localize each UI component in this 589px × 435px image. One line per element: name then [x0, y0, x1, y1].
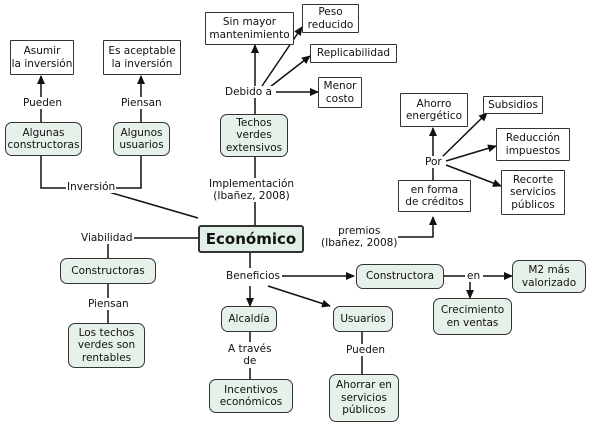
link-label-viabilidad: Viabilidad [80, 232, 134, 244]
link-label-implementacion: Implementación (Ibañez, 2008) [208, 178, 296, 202]
concept-recorte-servicios: Recorte servicios públicos [501, 170, 565, 215]
concept-reduccion-impuestos: Reducción impuestos [496, 128, 570, 161]
concept-incentivos-economicos: Incentivos económicos [209, 379, 293, 413]
link-label-pueden-2: Pueden [345, 344, 387, 356]
link-por-recorte [445, 164, 502, 187]
concept-constructoras: Constructoras [60, 258, 156, 284]
link-por-subsidios [440, 112, 488, 159]
link-label-piensan-2: Piensan [87, 298, 130, 310]
concept-peso-reducido: Peso reducido [302, 4, 359, 33]
concept-ahorrar-servicios: Ahorrar en servicios públicos [329, 374, 399, 422]
link-label-en: en [466, 270, 482, 282]
concept-asumir-inversion: Asumir la inversión [10, 40, 74, 75]
link-label-beneficios: Beneficios [225, 270, 281, 282]
concept-replicabilidad: Replicabilidad [310, 44, 397, 63]
concept-techos-rentables: Los techos verdes son rentables [68, 323, 145, 368]
concept-m2-valorizado: M2 más valorizado [512, 260, 586, 293]
concept-usuarios: Usuarios [333, 306, 393, 332]
link-label-inversion: Inversión [66, 181, 117, 193]
concept-menor-costo: Menor costo [318, 77, 362, 108]
concept-aceptable-inversion: Es aceptable la inversión [103, 40, 181, 75]
link-label-pueden-1: Pueden [22, 97, 64, 109]
concept-algunas-constructoras: Algunas constructoras [5, 122, 82, 156]
link-economico-inversion [94, 187, 199, 219]
link-label-debido-a: Debido a [224, 86, 273, 98]
link-beneficios-usuarios [267, 285, 331, 308]
concept-ahorro-energetico: Ahorro energético [400, 93, 468, 127]
concept-economico: Económico [198, 225, 304, 253]
link-debido-replicabilidad [269, 55, 311, 88]
link-label-premios: premios (Ibañez, 2008) [320, 225, 399, 249]
link-por-reduccion [445, 144, 497, 162]
concept-techos-verdes-extensivos: Techos verdes extensivos [220, 114, 288, 157]
link-label-piensan-1: Piensan [120, 97, 163, 109]
link-label-por: Por [424, 156, 443, 168]
concept-subsidios: Subsidios [483, 96, 543, 114]
concept-en-forma-creditos: en forma de créditos [398, 180, 471, 212]
concept-sin-mayor-mantenimiento: Sin mayor mantenimiento [205, 12, 294, 45]
link-debido-peso [261, 26, 303, 87]
concept-alcaldia: Alcaldía [221, 306, 277, 332]
concept-constructora: Constructora [356, 264, 444, 289]
concept-algunos-usuarios: Algunos usuarios [113, 122, 170, 156]
concept-crecimiento-ventas: Crecimiento en ventas [433, 298, 512, 335]
link-label-a-traves-de: A través de [227, 343, 273, 367]
